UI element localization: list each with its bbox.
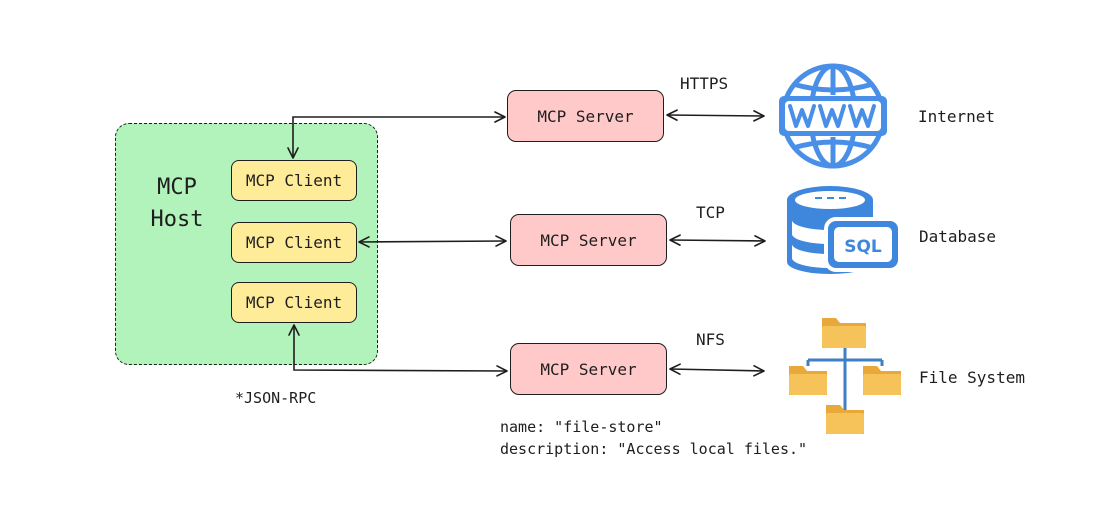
arrow-server3-filesystem	[669, 363, 765, 377]
mcp-host-title: MCP Host	[150, 175, 204, 232]
transport-label-tcp: TCP	[696, 203, 725, 222]
arrow-server1-internet	[666, 109, 765, 122]
svg-text:SQL: SQL	[844, 237, 882, 257]
mcp-client-label: MCP Client	[245, 293, 343, 312]
resource-label-internet: Internet	[918, 107, 996, 126]
mcp-server-label: MCP Server	[540, 230, 637, 250]
server-metadata-note: name: "file-store" description: "Access …	[500, 416, 807, 460]
mcp-client-3[interactable]: MCP Client	[231, 282, 357, 323]
mcp-client-label: MCP Client	[245, 171, 343, 190]
globe-www-icon	[779, 63, 887, 169]
mcp-client-1[interactable]: MCP Client	[231, 160, 357, 201]
transport-label-https: HTTPS	[680, 74, 729, 93]
server-name-line: name: "file-store"	[500, 418, 663, 436]
mcp-server-filesystem[interactable]: MCP Server	[510, 343, 667, 395]
database-sql-icon: SQL	[787, 186, 902, 274]
server-description-line: description: "Access local files."	[500, 440, 808, 458]
mcp-server-internet[interactable]: MCP Server	[507, 90, 664, 142]
resource-label-filesystem: File System	[919, 368, 1025, 387]
arrow-client2-server2	[358, 235, 507, 248]
mcp-client-2[interactable]: MCP Client	[231, 222, 357, 263]
mcp-server-label: MCP Server	[537, 106, 634, 126]
json-rpc-note: *JSON-RPC	[235, 389, 317, 407]
transport-label-nfs: NFS	[696, 330, 725, 349]
resource-label-database: Database	[919, 227, 997, 246]
mcp-server-label: MCP Server	[540, 359, 637, 379]
mcp-server-database[interactable]: MCP Server	[510, 214, 667, 266]
arrow-server2-database	[669, 234, 766, 247]
mcp-client-label: MCP Client	[245, 233, 343, 252]
